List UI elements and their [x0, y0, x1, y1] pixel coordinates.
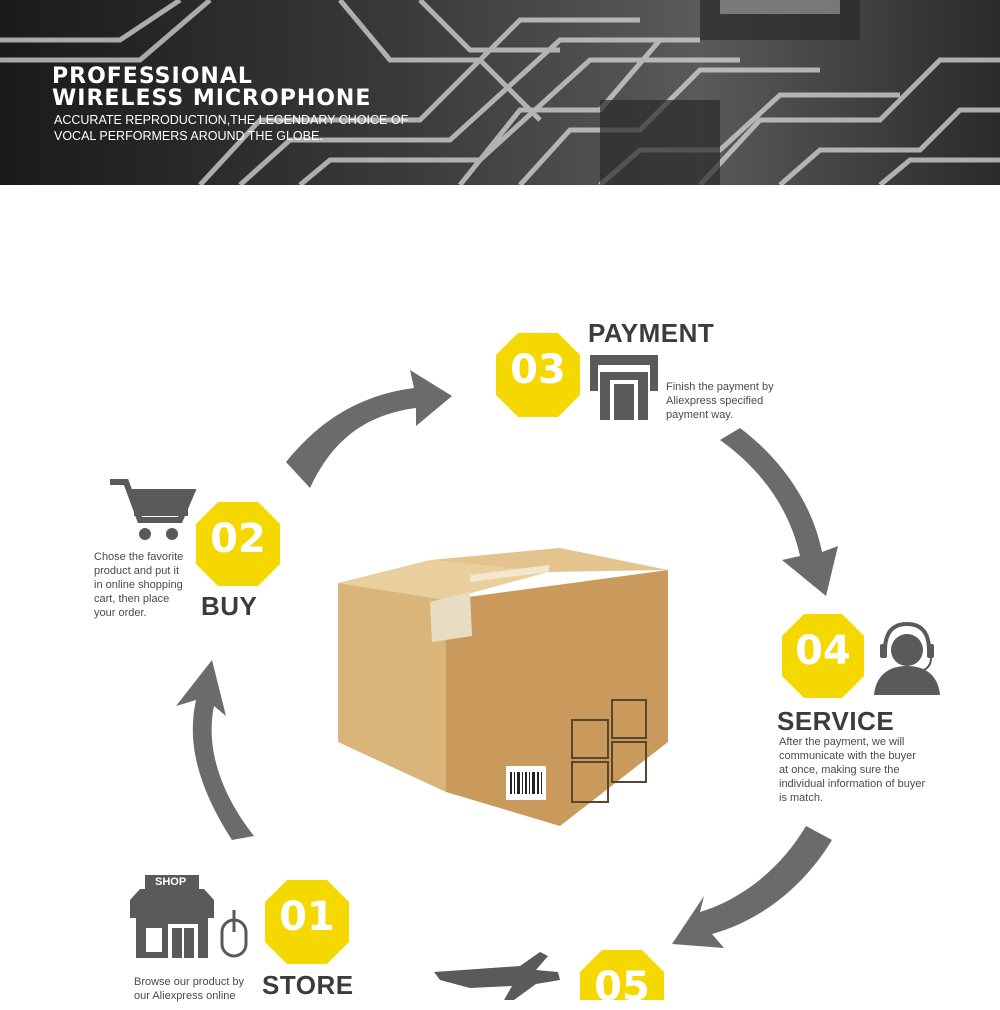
- banner-subtitle-line2: VOCAL PERFORMERS AROUND THE GLOBE.: [54, 129, 323, 143]
- step-service-desc-line: After the payment, we will: [779, 736, 905, 748]
- banner-title-line2: WIRELESS MICROPHONE: [52, 86, 372, 111]
- badge-02-shape: [196, 502, 280, 586]
- step-buy-desc: Chose the favorite product and put it in…: [94, 550, 183, 620]
- banner-title-line1: PROFESSIONAL: [52, 64, 253, 89]
- cardboard-box-icon: [338, 548, 668, 826]
- banner-subtitle: ACCURATE REPRODUCTION,THE LEGENDARY CHOI…: [54, 112, 474, 144]
- step-buy-desc-line: your order.: [94, 607, 147, 619]
- step-store-desc-line: our Aliexpress online: [134, 990, 236, 1002]
- step-service-desc-line: is match.: [779, 792, 824, 804]
- step-store-desc-line: Browse our product by: [134, 976, 245, 988]
- circuit-background: [0, 0, 1000, 185]
- step-payment-desc: Finish the payment by Aliexpress specifi…: [666, 380, 774, 422]
- flow-graphics: [110, 333, 940, 1000]
- shop-sign-label: SHOP: [155, 876, 187, 888]
- badge-01-shape: [265, 880, 349, 964]
- airplane-icon: [434, 952, 560, 1000]
- headset-agent-icon: [874, 621, 940, 695]
- arrow-store-to-buy: [176, 660, 254, 840]
- banner-title: PROFESSIONAL WIRELESS MICROPHONE: [52, 66, 371, 110]
- banner-subtitle-line1: ACCURATE REPRODUCTION,THE LEGENDARY CHOI…: [54, 113, 409, 127]
- card-payment-icon: [590, 355, 658, 420]
- arrow-payment-to-service: [720, 428, 838, 596]
- step-03-number: 03: [510, 347, 566, 393]
- step-buy-desc-line: Chose the favorite: [94, 551, 184, 563]
- header-banner: PROFESSIONAL WIRELESS MICROPHONE ACCURAT…: [0, 0, 1000, 185]
- step-payment-desc-line: payment way.: [666, 409, 734, 421]
- step-store-desc: Browse our product by our Aliexpress onl…: [134, 975, 244, 1003]
- step-01-number: 01: [279, 894, 335, 940]
- step-service-title: SERVICE: [777, 706, 895, 736]
- order-process-diagram: 03 02 04 01 05 PAYMENT Finish the paymen…: [0, 185, 1000, 1009]
- step-service-desc-line: communicate with the buyer: [779, 750, 916, 762]
- step-service-desc-line: individual information of buyer: [779, 778, 926, 790]
- badge-05-shape: [580, 950, 664, 1000]
- badge-03-shape: [496, 333, 580, 417]
- step-buy-title: BUY: [201, 591, 258, 621]
- step-02-number: 02: [210, 516, 266, 562]
- step-service-desc: After the payment, we will communicate w…: [779, 735, 925, 805]
- arrow-buy-to-payment: [286, 370, 452, 488]
- badge-04-shape: [782, 614, 864, 698]
- shopping-cart-icon: [110, 479, 197, 540]
- step-04-number: 04: [795, 628, 851, 674]
- step-store-title: STORE: [262, 970, 354, 1000]
- shop-icon: [130, 875, 214, 958]
- step-payment-title: PAYMENT: [588, 318, 715, 348]
- step-payment-desc-line: Finish the payment by: [666, 381, 774, 393]
- step-buy-desc-line: in online shopping: [94, 579, 183, 591]
- mouse-icon: [220, 910, 248, 958]
- step-buy-desc-line: cart, then place: [94, 593, 170, 605]
- arrow-service-to-delivery: [672, 826, 832, 948]
- step-payment-desc-line: Aliexpress specified: [666, 395, 764, 407]
- step-05-number: 05: [594, 964, 650, 1010]
- step-service-desc-line: at once, making sure the: [779, 764, 900, 776]
- step-buy-desc-line: product and put it: [94, 565, 180, 577]
